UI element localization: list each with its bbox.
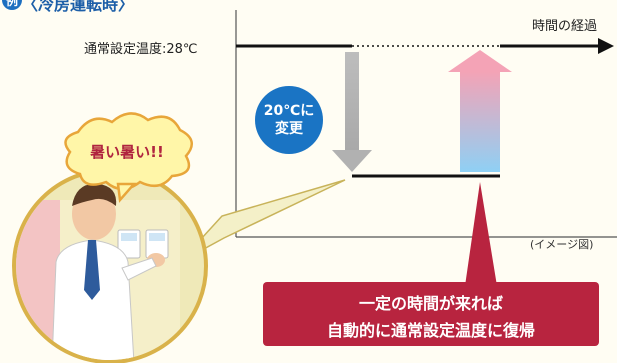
callout-box-pointer <box>465 182 497 286</box>
illustration-content <box>16 183 180 360</box>
example-badge: 例 <box>2 0 22 10</box>
callout-pointer <box>179 179 346 263</box>
up-arrow-shaft <box>460 72 500 172</box>
callout-line1: 一定の時間が来れば <box>358 294 503 313</box>
down-arrow-shaft <box>345 52 359 150</box>
callout-line2: 自動的に通常設定温度に復帰 <box>326 321 535 340</box>
callout-text: 一定の時間が来れば 自動的に通常設定温度に復帰 <box>263 290 599 344</box>
change-to-20c-badge: 20℃に 変更 <box>255 86 323 154</box>
image-caption: (イメージ図) <box>530 238 594 251</box>
up-arrow-head <box>448 50 512 72</box>
diagram-title: 〈冷房運転時〉 <box>22 0 135 14</box>
down-arrow-head <box>332 150 372 172</box>
time-progress-label: 時間の経過 <box>532 19 598 34</box>
time-arrow-head <box>598 38 614 54</box>
speech-bubble <box>64 112 193 191</box>
callout-box <box>263 282 599 346</box>
change-badge-line2: 変更 <box>275 121 303 137</box>
change-badge-line1: 20℃に <box>263 103 315 119</box>
speech-bubble-text: 暑い暑い!! <box>90 143 164 161</box>
normal-temp-label: 通常設定温度:28℃ <box>84 42 198 57</box>
speech-bubble-tail <box>116 182 137 203</box>
